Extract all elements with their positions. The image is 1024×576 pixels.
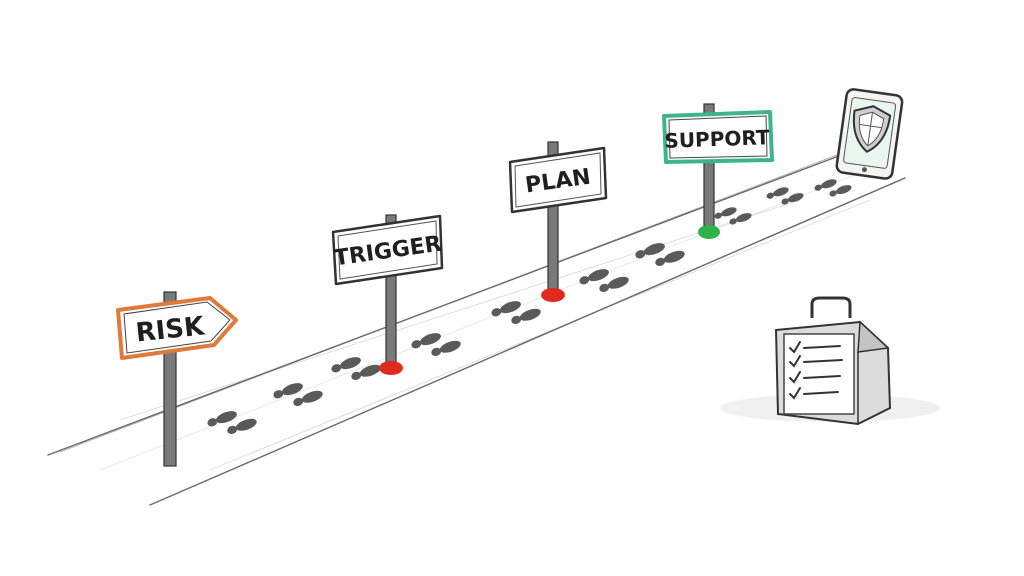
sign-risk: RISK [116, 291, 238, 467]
sign-support-label: SUPPORT [664, 125, 770, 153]
footprint-pair [714, 207, 752, 225]
footprint-pair [814, 179, 852, 197]
green-marker-icon [698, 225, 720, 239]
red-marker-icon [541, 288, 565, 302]
sign-support: SUPPORT [662, 103, 774, 239]
checklist-case-icon [720, 296, 940, 426]
phone-shield-icon [835, 88, 904, 180]
footprint-pair [273, 383, 323, 407]
footprint-pair [331, 357, 381, 381]
path-road [47, 147, 906, 506]
footprints-icon [207, 179, 852, 435]
footprint-pair [491, 301, 541, 325]
footprint-pair [766, 187, 804, 205]
footprint-pair [411, 333, 461, 357]
footprint-pair [579, 269, 629, 293]
sign-plan: PLAN [508, 141, 608, 302]
footprint-pair [207, 411, 257, 435]
sign-risk-label: RISK [134, 311, 206, 348]
red-marker-icon [379, 361, 403, 375]
footprint-pair [635, 243, 685, 267]
sign-trigger: TRIGGER [331, 214, 443, 375]
